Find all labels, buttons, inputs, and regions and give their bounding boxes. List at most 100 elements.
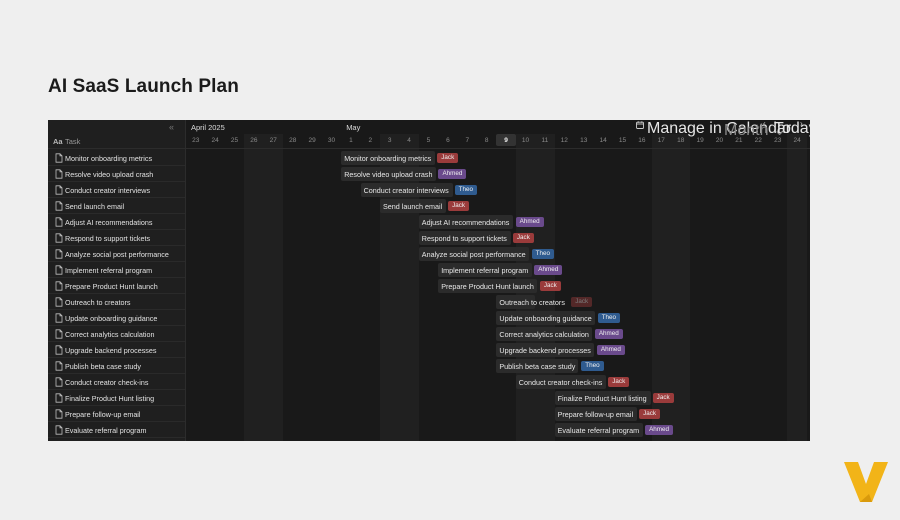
today-button[interactable]: Today: [774, 120, 810, 137]
bar-task-name: Update onboarding guidance: [499, 314, 592, 323]
page-title: AI SaaS Launch Plan: [48, 76, 239, 97]
header-divider: [186, 148, 810, 149]
task-row[interactable]: Evaluate referral program: [48, 422, 185, 438]
task-name: Adjust AI recommendations: [65, 218, 153, 227]
bar-task-name: Analyze social post performance: [421, 250, 526, 259]
bar-task-name: Adjust AI recommendations: [421, 218, 510, 227]
task-row[interactable]: Publish beta case study: [48, 358, 185, 374]
calendar-icon[interactable]: [636, 121, 644, 129]
day-label: 27: [269, 137, 277, 144]
document-icon: [55, 169, 63, 179]
document-icon: [55, 313, 63, 323]
assignee-badge: Ahmed: [645, 425, 674, 435]
day-label: 22: [754, 137, 762, 144]
bar-task-name: Conduct creator check-ins: [518, 378, 603, 387]
task-row[interactable]: Correct analytics calculation: [48, 326, 185, 342]
timeline-bar[interactable]: Evaluate referral program Ahmed: [554, 423, 674, 437]
day-label: 5: [426, 137, 431, 144]
double-chevron-left-icon[interactable]: «: [169, 122, 175, 132]
assignee-badge: Jack: [571, 297, 593, 307]
today-marker: [496, 134, 516, 146]
document-icon: [55, 425, 63, 435]
day-label: 9: [504, 137, 508, 144]
view-label: Month: [724, 122, 769, 139]
task-row[interactable]: Respond to support tickets: [48, 230, 185, 246]
bar-task-name: Correct analytics calculation: [499, 330, 589, 339]
bar-task-name: Prepare follow-up email: [557, 410, 634, 419]
day-label: 6: [446, 137, 450, 144]
document-icon: [55, 233, 63, 243]
task-row[interactable]: Monitor onboarding metrics: [48, 150, 185, 166]
day-label: 14: [599, 137, 607, 144]
timeline-bar[interactable]: Update onboarding guidance Theo: [496, 311, 621, 325]
month-label: May: [346, 123, 361, 132]
day-label: 1: [349, 137, 353, 144]
assignee-badge: Theo: [597, 313, 621, 323]
assignee-badge: Ahmed: [438, 169, 467, 179]
document-icon: [55, 217, 63, 227]
day-label: 11: [541, 137, 549, 144]
document-icon: [55, 393, 63, 403]
day-label: 23: [774, 137, 782, 144]
task-row[interactable]: Prepare Product Hunt launch: [48, 278, 185, 294]
day-label: 3: [387, 137, 392, 144]
task-row[interactable]: Analyze social post performance: [48, 246, 185, 262]
task-name: Resolve video upload crash: [65, 170, 154, 179]
task-row[interactable]: Implement referral program: [48, 262, 185, 278]
task-row[interactable]: Update onboarding guidance: [48, 310, 185, 326]
assignee-badge: Jack: [539, 281, 561, 291]
timeline-bar[interactable]: Prepare follow-up email Jack: [554, 407, 661, 421]
task-row[interactable]: Conduct creator check-ins: [48, 374, 185, 390]
document-icon: [55, 281, 63, 291]
task-row[interactable]: Prepare follow-up email: [48, 406, 185, 422]
document-icon: [55, 185, 63, 195]
timeline-bar[interactable]: Resolve video upload crash Ahmed: [341, 167, 467, 181]
assignee-badge: Jack: [437, 153, 459, 163]
document-icon: [55, 201, 63, 211]
task-row[interactable]: Conduct creator interviews: [48, 182, 185, 198]
task-name: Outreach to creators: [65, 298, 131, 307]
assignee-badge: Theo: [531, 249, 555, 259]
title-property-icon: Aa: [53, 137, 63, 146]
task-row[interactable]: Outreach to creators: [48, 294, 185, 310]
task-row[interactable]: Adjust AI recommendations: [48, 214, 185, 230]
task-row[interactable]: Resolve video upload crash: [48, 166, 185, 182]
manage-in-calendar-button[interactable]: Manage in Calendar: [647, 120, 792, 137]
day-label: 24: [211, 137, 219, 144]
document-icon: [55, 153, 63, 163]
assignee-badge: Jack: [639, 409, 661, 419]
view-select[interactable]: Month ⌄: [724, 120, 786, 140]
bar-task-name: Resolve video upload crash: [344, 170, 433, 179]
task-column-header[interactable]: Aa Task: [48, 134, 185, 149]
day-label: 10: [521, 137, 530, 144]
day-label: 2: [368, 137, 373, 144]
timeline-bar[interactable]: Analyze social post performance Theo: [418, 247, 555, 261]
v-logo: [844, 462, 888, 502]
chevron-left-icon[interactable]: ‹: [763, 120, 766, 128]
task-row[interactable]: Upgrade backend processes: [48, 342, 185, 358]
bar-task-name: Evaluate referral program: [557, 426, 640, 435]
bar-task-name: Finalize Product Hunt listing: [557, 394, 647, 403]
document-icon: [55, 297, 63, 307]
task-row[interactable]: Send launch email: [48, 198, 185, 214]
day-label: 17: [657, 137, 665, 144]
chevron-right-icon[interactable]: ›: [800, 120, 803, 128]
day-label: 29: [308, 137, 316, 144]
assignee-badge: Ahmed: [596, 345, 625, 355]
task-row[interactable]: Finalize Product Hunt listing: [48, 390, 185, 406]
